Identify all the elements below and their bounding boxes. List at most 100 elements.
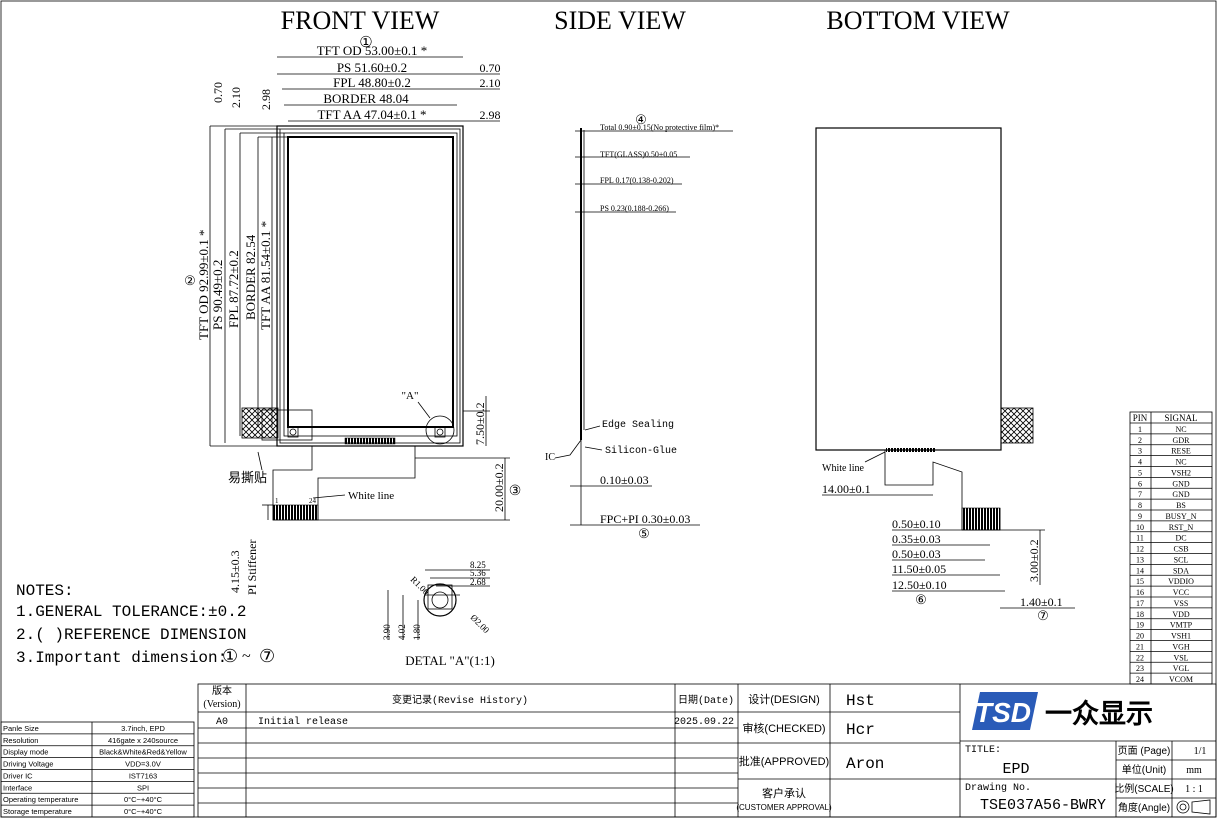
pin-number: 15 xyxy=(1136,577,1144,586)
pin-signal: VGH xyxy=(1172,642,1190,651)
pin-number: 4 xyxy=(1138,458,1142,467)
detail-v-402: 4.02 xyxy=(397,624,407,640)
spec-label: Panle Size xyxy=(3,724,39,733)
spec-row: Panle Size 3.7inch, EPD xyxy=(3,724,165,733)
pin-number: 23 xyxy=(1136,664,1144,673)
pin-signal: CSB xyxy=(1173,545,1188,554)
notes-title: NOTES: xyxy=(16,582,74,600)
dim-side-010: 0.10±0.03 xyxy=(600,473,649,487)
callout-2: ② xyxy=(184,273,196,288)
svg-text:~: ~ xyxy=(242,648,251,665)
spec-label: Driver IC xyxy=(3,771,33,780)
pin-signal: NC xyxy=(1175,458,1186,467)
pin-header: PIN xyxy=(1133,413,1148,423)
approved-value: Aron xyxy=(846,755,884,773)
pin-signal: VSL xyxy=(1173,653,1188,662)
tear-label: 易撕贴 xyxy=(228,470,267,485)
design-label: 设计(DESIGN) xyxy=(748,693,820,706)
logo-text: TSD xyxy=(975,697,1031,728)
page-value: 1/1 xyxy=(1194,746,1207,757)
pin-number: 1 xyxy=(1138,425,1142,434)
dim-ps-height: PS 90.49±0.2 xyxy=(210,260,225,330)
pin-1-label: 1 xyxy=(275,497,279,505)
callout-7: ⑦ xyxy=(1037,608,1049,623)
spec-value: 0°C~+40°C xyxy=(124,807,163,816)
spec-value: 416gate x 240source xyxy=(108,736,178,745)
pin-signal: VSH1 xyxy=(1171,632,1191,641)
pin-number: 6 xyxy=(1138,479,1142,488)
pin-number: 10 xyxy=(1136,523,1144,532)
front-view-title: FRONT VIEW xyxy=(281,6,440,35)
pin-signal: VSH2 xyxy=(1171,468,1191,477)
pin-signal: GND xyxy=(1172,490,1190,499)
side-total: Total 0.90±0.15(No protective film)* xyxy=(600,123,719,132)
pin-signal: SDA xyxy=(1173,566,1189,575)
pin-number: 24 xyxy=(1136,675,1144,684)
dim-tft-aa-width: TFT AA 47.04±0.1 * xyxy=(317,107,426,122)
dim-b-140: 1.40±0.1 xyxy=(1020,595,1063,609)
spec-label: Resolution xyxy=(3,736,38,745)
spec-table: Panle Size 3.7inch, EPD Resolution 416gate … xyxy=(0,721,195,818)
rev-record-header: 变更记录(Revise History) xyxy=(392,693,528,707)
detail-a-circle xyxy=(425,415,455,445)
pin-signal: GDR xyxy=(1173,436,1191,445)
pin-signal: VCOM xyxy=(1169,675,1193,684)
detail-a-label: "A" xyxy=(402,390,419,402)
spec-label: Interface xyxy=(3,783,32,792)
pin-row: 20 VSH1 xyxy=(1130,632,1212,641)
bottom-fpc-pins xyxy=(961,507,1001,531)
detail-v-390: 3.90 xyxy=(382,624,392,640)
dim-top-298: 2.98 xyxy=(259,89,273,110)
spec-value: 3.7inch, EPD xyxy=(121,724,165,733)
dim-right-070: 0.70 xyxy=(480,61,501,75)
pin-number: 18 xyxy=(1136,610,1144,619)
unit-label: 单位(Unit) xyxy=(1122,763,1166,776)
pin-row: 7 GND xyxy=(1130,490,1212,500)
pin-number: 22 xyxy=(1136,653,1144,662)
dim-b-1250: 12.50±0.10 xyxy=(892,578,947,592)
pin-row: 6 GND xyxy=(1130,479,1212,489)
pin-signal: VDD xyxy=(1172,610,1190,619)
spec-value: IST7163 xyxy=(129,771,157,780)
drawing-label: Drawing No. xyxy=(965,782,1031,794)
detail-d: Ø2.00 xyxy=(469,612,492,635)
pin-signal: GND xyxy=(1172,479,1190,488)
dim-b-1150: 11.50±0.05 xyxy=(892,562,946,576)
dim-b-300: 3.00±0.2 xyxy=(1027,539,1041,582)
pin-row: 22 VSL xyxy=(1130,653,1212,663)
company-name: 一众显示 xyxy=(1045,699,1153,729)
dim-b-050b: 0.50±0.03 xyxy=(892,547,941,561)
spec-label: Operating temperature xyxy=(3,795,78,804)
dim-b-050: 0.50±0.10 xyxy=(892,517,941,531)
dim-fpl-height: FPL 87.72±0.2 xyxy=(226,250,241,328)
pin-number: 2 xyxy=(1138,436,1142,445)
spec-row: Interface SPI xyxy=(1,780,194,792)
panel-outline xyxy=(276,125,464,447)
note-3-start: ① xyxy=(222,646,238,666)
pin-number: 5 xyxy=(1138,468,1142,477)
pin-number: 12 xyxy=(1136,545,1144,554)
dim-right-210: 2.10 xyxy=(480,76,501,90)
spec-label: Display mode xyxy=(3,748,48,757)
spec-value: SPI xyxy=(137,783,149,792)
scale-value: 1 : 1 xyxy=(1185,784,1203,795)
detail-v-180: 1.80 xyxy=(412,624,422,640)
pin-number: 20 xyxy=(1136,632,1144,641)
side-view-title: SIDE VIEW xyxy=(554,6,686,35)
pin-number: 7 xyxy=(1138,490,1142,499)
pin-number: 9 xyxy=(1138,512,1142,521)
dim-right-298: 2.98 xyxy=(480,108,501,122)
ic-chip xyxy=(344,437,396,445)
